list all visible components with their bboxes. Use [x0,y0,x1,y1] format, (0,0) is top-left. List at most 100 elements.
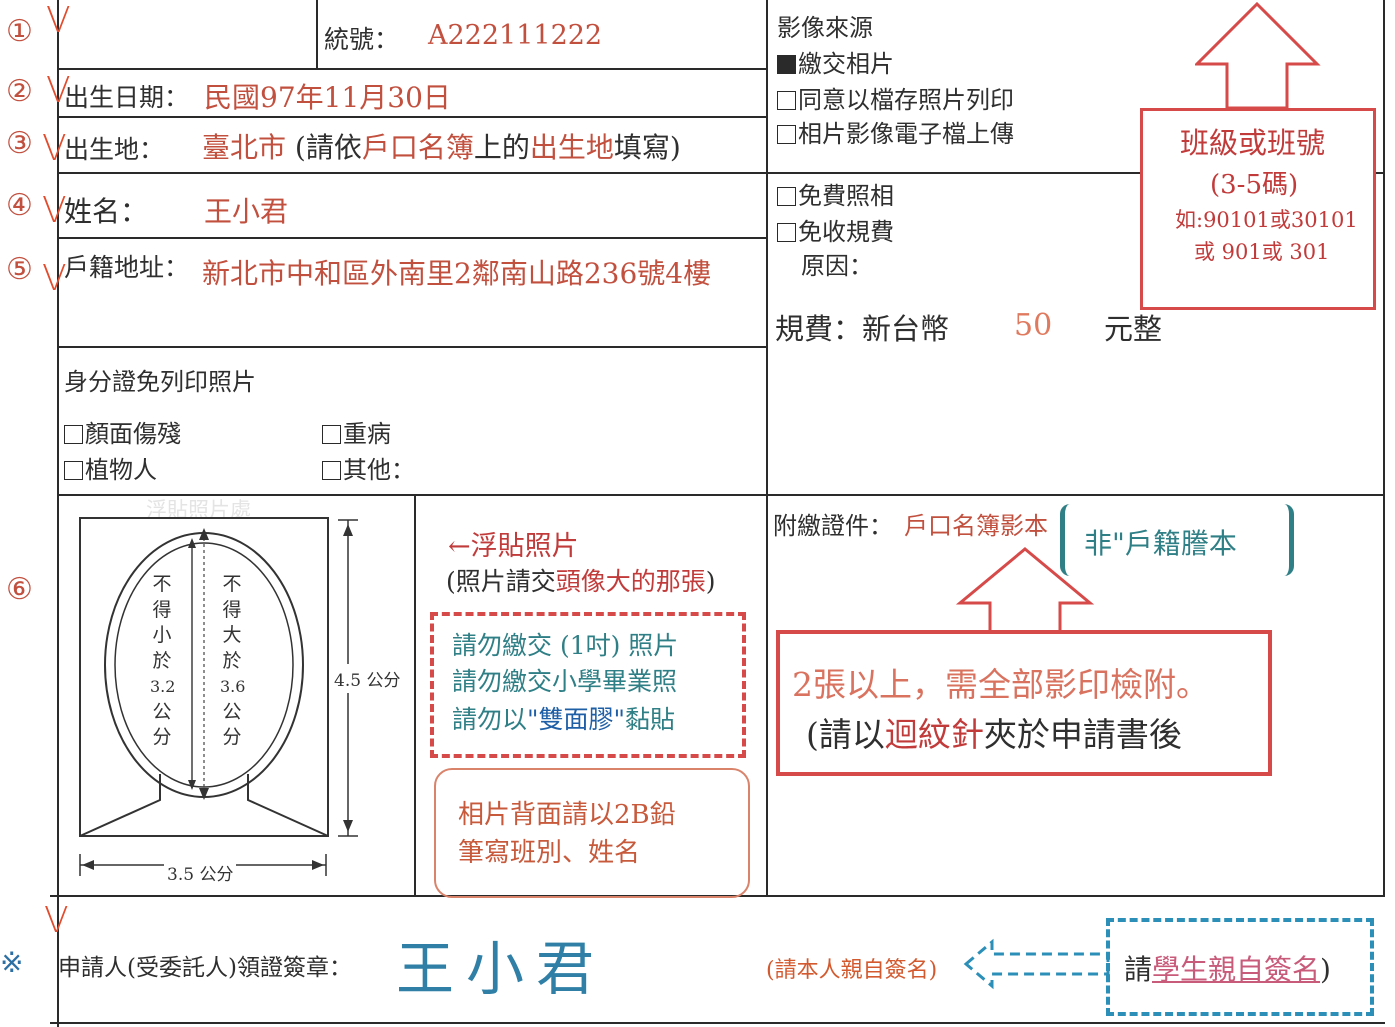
photo-back-line-1: 相片背面請以2B鉛 [458,800,676,830]
image-source-title: 影像來源 [777,14,873,42]
form-divider-vertical [766,0,768,897]
multi-note-box [776,630,1272,776]
photo-max-char: 分 [222,726,242,748]
multi-note-highlight: 迴紋針 [884,715,984,754]
student-sign-post: ) [1320,953,1331,986]
photo-max-char: 不 [222,573,242,595]
checkbox[interactable] [64,461,83,480]
photo-min-char: 不 [152,573,172,595]
checkbox[interactable] [322,461,341,480]
row-line-4 [57,237,768,239]
fee-amount: 50 [1014,308,1053,343]
row-marker-4: ④ [6,188,33,223]
checkbox-checked[interactable] [777,55,796,74]
attachments-value: 戶口名簿影本 [904,512,1048,540]
photo-min-char: 3.2 [150,677,176,696]
photo-max-char: 大 [222,624,242,646]
address-label: 戶籍地址： [64,253,190,282]
fee-waiver-option-1[interactable]: 免費照相 [777,176,894,211]
photo-height-label: 4.5 公分 [334,664,401,693]
checkbox[interactable] [64,425,83,444]
birth-place-note-open: (請依 [294,131,362,164]
photo-dont-box [430,612,746,758]
checkbox[interactable] [322,425,341,444]
photo-max-char: 公 [222,700,242,723]
birth-place-note-close: 填寫) [613,131,681,164]
photo-instruction-line: (照片請交頭像大的那張) [446,562,716,598]
class-note-title: 班級或班號 [1180,126,1326,160]
photo-dont-1: 請勿繳交 (1吋) 照片 [452,631,679,660]
option-label: 植物人 [85,456,157,484]
student-sign-highlight: 學生親自簽名 [1152,953,1321,986]
birth-date-label: 出生日期： [64,83,190,112]
photo-instruction-highlight: 頭像大的那張 [555,567,706,596]
photo-max-char: 3.6 [220,677,246,696]
check-mark-1: V [46,0,71,41]
checkbox[interactable] [777,125,796,144]
photo-instruction-close: ) [705,567,716,596]
image-source-option-2[interactable]: 同意以檔存照片列印 [777,80,1014,115]
birth-date-value: 民國97年11月30日 [204,81,451,114]
photo-max-char: 於 [222,649,242,672]
id-cell-divider [316,0,318,68]
birth-place-note-mid: 上的 [473,131,530,164]
row-marker-5: ⑤ [6,252,33,287]
up-arrow-icon [1195,1,1321,110]
id-number-value: A222111222 [428,20,603,51]
photo-dont-3-post: 黏貼 [625,705,676,734]
check-mark-3: V [42,128,67,169]
fee-waiver-option-2[interactable]: 免收規費 [777,212,894,247]
multi-note-line-2-pre: (請以 [806,715,885,754]
id-number-label: 統號： [324,25,400,54]
row-marker-2: ② [6,74,33,109]
student-sign-note: 請學生親自簽名) [1124,948,1331,988]
photo-dont-2: 請勿繳交小學畢業照 [452,667,678,696]
class-note-digits: (3-5碼) [1210,170,1299,200]
row-marker-1: ① [6,14,33,49]
fee-label: 規費：新台幣 [775,312,950,346]
option-label: 其他： [343,456,415,484]
photo-instruction-open: (照片請交 [446,567,556,596]
birth-place-value: 臺北市 [202,131,287,164]
check-mark-4: V [42,190,67,231]
image-source-option-3[interactable]: 相片影像電子檔上傳 [777,114,1014,149]
birth-place-value-line: 臺北市 (請依戶口名簿上的出生地填寫) [202,126,681,166]
photo-min-char: 分 [152,726,172,748]
class-note-example-1: 如:90101或30101 [1175,208,1358,232]
photo-back-line-2: 筆寫班別、姓名 [458,838,641,868]
option-label: 顏面傷殘 [85,420,181,448]
checkbox[interactable] [777,223,796,242]
attachments-label: 附繳證件： [773,512,893,540]
not-note: 非"戶籍謄本 [1084,527,1237,560]
id-exempt-option-1[interactable]: 顏面傷殘 [64,414,181,449]
image-source-option-1[interactable]: 繳交相片 [777,44,894,79]
student-sign-pre: 請 [1124,953,1153,986]
row-line-1 [57,68,768,70]
check-mark-2: V [46,70,71,111]
multi-note-line-1: 2張以上，需全部影印檢附。 [792,665,1209,704]
fee-unit: 元整 [1104,312,1163,346]
form-border-bottom [50,1022,1385,1024]
id-exempt-option-2[interactable]: 重病 [322,414,391,449]
class-note-example-2: 或 901或 301 [1194,240,1330,264]
id-exempt-option-3[interactable]: 植物人 [64,450,157,485]
photo-width-label: 3.5 公分 [164,860,237,885]
photo-min-label: 不 得 小 於 3.2 公 分 [150,572,176,751]
photo-back-brace-box [434,768,750,898]
id-exempt-title: 身分證免列印照片 [64,368,256,396]
student-sign-box [1106,918,1374,1016]
not-note-bracket [1060,504,1294,576]
fee-waiver-reason: 原因： [801,252,873,280]
signature-value: 王小君 [396,935,607,1003]
id-exempt-option-4[interactable]: 其他： [322,450,415,485]
photo-dont-3-pre: 請勿以 [452,705,528,734]
birth-place-note-h1: 戶口名簿 [361,131,474,164]
up-arrow-icon [955,547,1095,635]
photo-min-char: 小 [152,624,172,646]
row-line-3 [57,172,1385,174]
address-value: 新北市中和區外南里2鄰南山路236號4樓 [202,257,712,290]
photo-arrow-text: ←浮貼照片 [448,531,579,562]
checkbox[interactable] [777,187,796,206]
photo-dont-3: 請勿以"雙面膠"黏貼 [452,700,675,736]
checkbox[interactable] [777,91,796,110]
